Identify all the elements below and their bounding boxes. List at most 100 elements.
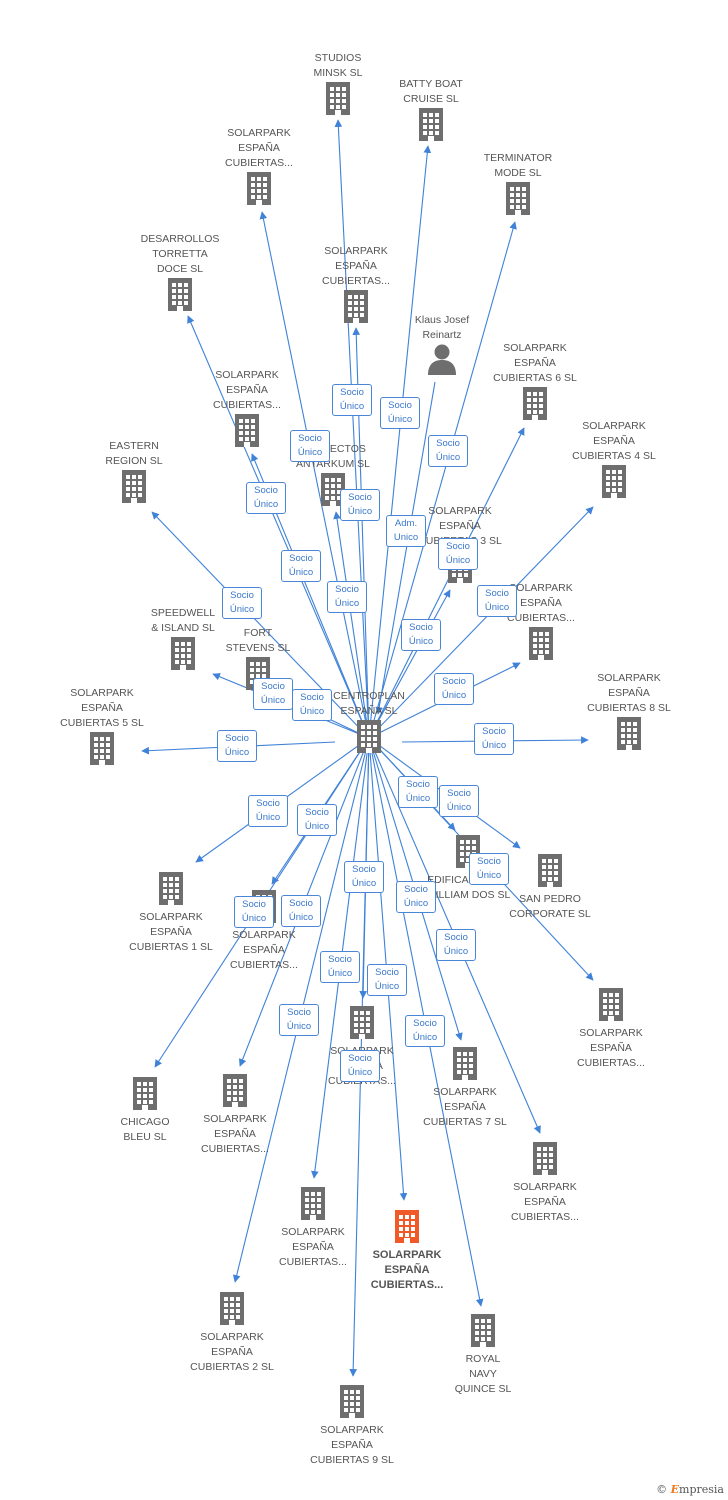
relation-badge: Socio Único: [405, 1015, 445, 1047]
relation-badge: Socio Único: [401, 619, 441, 651]
relation-badge: Socio Único: [248, 795, 288, 827]
building-icon: [292, 1384, 412, 1423]
building-icon: [309, 719, 429, 758]
node-klaus[interactable]: Klaus Josef Reinartz: [382, 313, 502, 380]
brand-name: mpresia: [679, 1483, 724, 1496]
edge-centroplan-to-batty-boat: [368, 145, 432, 739]
relation-badge: Socio Único: [477, 585, 517, 617]
node-solarpark-6[interactable]: SOLARPARK ESPAÑA CUBIERTAS 6 SL: [475, 341, 595, 425]
brand-initial: E: [670, 1483, 680, 1496]
node-solarpark-mid-left[interactable]: SOLARPARK ESPAÑA CUBIERTAS...: [187, 368, 307, 452]
node-desarrollos[interactable]: DESARROLLOS TORRETTA DOCE SL: [120, 232, 240, 316]
relation-badge: Socio Único: [434, 673, 474, 705]
relation-badge: Socio Único: [292, 689, 332, 721]
relation-badge: Socio Único: [222, 587, 262, 619]
building-icon: [423, 1313, 543, 1352]
footer-brand: © Empresia: [656, 1483, 724, 1496]
node-label: FORT STEVENS SL: [225, 627, 291, 654]
relation-badge: Adm. Unico: [386, 515, 426, 547]
node-label: ROYAL NAVY QUINCE SL: [454, 1353, 512, 1395]
relation-badge: Socio Único: [438, 538, 478, 570]
node-solarpark-9[interactable]: SOLARPARK ESPAÑA CUBIERTAS 9 SL: [292, 1384, 412, 1468]
node-solarpark-7[interactable]: SOLARPARK ESPAÑA CUBIERTAS 7 SL: [405, 1046, 525, 1130]
relation-badge: Socio Único: [290, 430, 330, 462]
node-label: TERMINATOR MODE SL: [483, 152, 553, 179]
relation-badge: Socio Único: [279, 1004, 319, 1036]
node-label: SOLARPARK ESPAÑA CUBIERTAS...: [213, 369, 281, 411]
node-solarpark-8[interactable]: SOLARPARK ESPAÑA CUBIERTAS 8 SL: [569, 671, 689, 755]
edge-centroplan-to-solarpark-top-left: [259, 211, 370, 739]
building-icon: [371, 107, 491, 146]
node-solarpark-4[interactable]: SOLARPARK ESPAÑA CUBIERTAS 4 SL: [554, 419, 674, 503]
node-studios-minsk[interactable]: STUDIOS MINSK SL: [278, 51, 398, 120]
node-label: STUDIOS MINSK SL: [313, 52, 363, 79]
relation-badge: Socio Único: [439, 785, 479, 817]
node-solarpark-right-low[interactable]: SOLARPARK ESPAÑA CUBIERTAS...: [551, 987, 671, 1071]
node-label: EASTERN REGION SL: [105, 440, 163, 467]
node-san-pedro[interactable]: SAN PEDRO CORPORATE SL: [490, 853, 610, 922]
building-icon: [199, 171, 319, 210]
building-icon: [551, 987, 671, 1026]
node-solarpark-lower-left[interactable]: SOLARPARK ESPAÑA CUBIERTAS...: [175, 1073, 295, 1157]
building-icon: [475, 386, 595, 425]
node-label: SOLARPARK ESPAÑA CUBIERTAS...: [279, 1226, 347, 1268]
node-label: SOLARPARK ESPAÑA CUBIERTAS...: [507, 582, 575, 624]
node-solarpark-bottom-right[interactable]: SOLARPARK ESPAÑA CUBIERTAS...: [485, 1141, 605, 1225]
building-icon: [278, 81, 398, 120]
relation-badge: Socio Único: [398, 776, 438, 808]
node-eastern[interactable]: EASTERN REGION SL: [74, 439, 194, 508]
person-icon: [382, 343, 502, 380]
relation-badge: Socio Único: [380, 397, 420, 429]
node-label: SOLARPARK ESPAÑA CUBIERTAS...: [511, 1181, 579, 1223]
relation-badge: Socio Único: [281, 550, 321, 582]
relation-badge: Socio Único: [340, 1050, 380, 1082]
relation-badge: Socio Único: [469, 853, 509, 885]
building-icon: [554, 464, 674, 503]
building-icon: [85, 1076, 205, 1115]
node-solarpark-focus[interactable]: SOLARPARK ESPAÑA CUBIERTAS...: [347, 1209, 467, 1293]
copyright-symbol: ©: [656, 1483, 668, 1496]
building-icon: [187, 413, 307, 452]
building-icon: [74, 469, 194, 508]
node-royal-navy[interactable]: ROYAL NAVY QUINCE SL: [423, 1313, 543, 1397]
building-icon: [302, 1005, 422, 1044]
node-label: SOLARPARK ESPAÑA CUBIERTAS 6 SL: [493, 342, 577, 384]
edge-centroplan-to-terminator: [368, 221, 517, 739]
edge-centroplan-to-solarpark-4: [368, 506, 594, 739]
relation-badge: Socio Único: [344, 861, 384, 893]
node-speedwell[interactable]: SPEEDWELL & ISLAND SL: [123, 606, 243, 675]
node-label: SOLARPARK ESPAÑA CUBIERTAS 7 SL: [423, 1086, 507, 1128]
node-solarpark-2[interactable]: SOLARPARK ESPAÑA CUBIERTAS 2 SL: [172, 1291, 292, 1375]
node-label: BATTY BOAT CRUISE SL: [399, 78, 463, 105]
relation-badge: Socio Único: [246, 482, 286, 514]
node-solarpark-right-mid[interactable]: SOLARPARK ESPAÑA CUBIERTAS...: [481, 581, 601, 665]
node-solarpark-1[interactable]: SOLARPARK ESPAÑA CUBIERTAS 1 SL: [111, 871, 231, 955]
relation-badge: Socio Único: [253, 678, 293, 710]
node-solarpark-bottom-center[interactable]: SOLARPARK ESPAÑA CUBIERTAS...: [253, 1186, 373, 1270]
node-label: SOLARPARK ESPAÑA CUBIERTAS 1 SL: [129, 911, 213, 953]
building-icon: [485, 1141, 605, 1180]
node-terminator[interactable]: TERMINATOR MODE SL: [458, 151, 578, 220]
node-label: SOLARPARK ESPAÑA CUBIERTAS 9 SL: [310, 1424, 394, 1466]
node-label: SOLARPARK ESPAÑA CUBIERTAS...: [322, 245, 390, 287]
relation-badge: Socio Único: [340, 489, 380, 521]
node-label: SOLARPARK ESPAÑA CUBIERTAS...: [370, 1249, 444, 1291]
node-solarpark-5[interactable]: SOLARPARK ESPAÑA CUBIERTAS 5 SL: [42, 686, 162, 770]
node-chicago[interactable]: CHICAGO BLEU SL: [85, 1076, 205, 1145]
node-centroplan[interactable]: CENTROPLAN ESPAÑA SL: [309, 689, 429, 758]
node-label: SOLARPARK ESPAÑA CUBIERTAS 4 SL: [572, 420, 656, 462]
edge-centroplan-to-desarrollos: [187, 315, 370, 739]
node-batty-boat[interactable]: BATTY BOAT CRUISE SL: [371, 77, 491, 146]
building-icon: [253, 1186, 373, 1225]
node-solarpark-top-left[interactable]: SOLARPARK ESPAÑA CUBIERTAS...: [199, 126, 319, 210]
node-solarpark-top-mid[interactable]: SOLARPARK ESPAÑA CUBIERTAS...: [296, 244, 416, 328]
building-icon: [405, 1046, 525, 1085]
node-label: SOLARPARK ESPAÑA CUBIERTAS 2 SL: [190, 1331, 274, 1373]
relation-badge: Socio Único: [217, 730, 257, 762]
building-icon: [347, 1209, 467, 1248]
relation-badge: Socio Único: [327, 581, 367, 613]
relation-badge: Socio Único: [332, 384, 372, 416]
edge-klaus-to-centroplan: [375, 381, 436, 715]
relation-badge: Socio Único: [281, 895, 321, 927]
edge-centroplan-to-solarpark-3: [368, 589, 451, 739]
